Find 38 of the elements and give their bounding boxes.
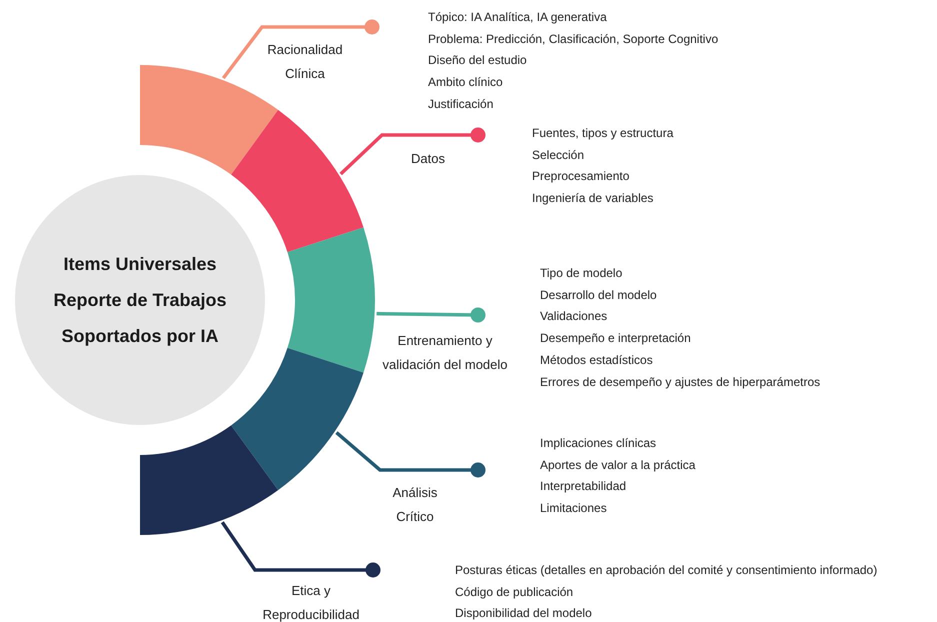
ring-segment bbox=[287, 227, 375, 373]
leader-line bbox=[222, 20, 380, 80]
list-item: Métodos estadísticos bbox=[540, 352, 653, 368]
list-item: Errores de desempeño y ajustes de hiperparámetros bbox=[540, 374, 820, 390]
list-item: Posturas éticas (detalles en aprobación del comité y consentimiento informado) bbox=[455, 562, 878, 578]
list-item: Tópico: IA Analítica, IA generativa bbox=[428, 9, 607, 25]
ring-segment bbox=[140, 65, 278, 175]
leader-line bbox=[376, 308, 486, 322]
title-text: Items Universales Reporte de Trabajos Soportados por IA bbox=[52, 253, 228, 348]
leader-line bbox=[340, 128, 486, 176]
category-label: Racionalidad Clínica bbox=[258, 38, 352, 86]
ring-segment bbox=[231, 110, 364, 252]
list-item: Problema: Predicción, Clasificación, Soporte Cognitivo bbox=[428, 30, 718, 47]
category-label: Análisis Crítico bbox=[380, 481, 450, 529]
list-item: Validaciones bbox=[540, 308, 608, 324]
list-item: Limitaciones bbox=[540, 500, 607, 516]
list-item: Código de publicación bbox=[455, 584, 574, 600]
list-item: Ingeniería de variables bbox=[532, 190, 654, 206]
list-item: Tipo de modelo bbox=[540, 265, 622, 281]
category-label: Etica y Reproducibilidad bbox=[254, 579, 368, 622]
list-item: Diseño del estudio bbox=[428, 52, 527, 68]
list-item: Interpretabilidad bbox=[540, 478, 626, 494]
list-item: Preprocesamiento bbox=[532, 168, 630, 184]
list-item: Fuentes, tipos y estructura bbox=[532, 125, 674, 141]
list-item: Ambito clínico bbox=[428, 74, 503, 90]
ring-segment bbox=[140, 425, 278, 535]
list-item: Selección bbox=[532, 146, 584, 163]
ring-segment bbox=[231, 348, 364, 490]
list-item: Implicaciones clínicas bbox=[540, 435, 656, 451]
leader-line bbox=[335, 431, 486, 478]
list-item: Justificación bbox=[428, 96, 494, 112]
list-item: Desarrollo del modelo bbox=[540, 286, 657, 303]
list-item: Desempeño e interpretación bbox=[540, 330, 691, 346]
category-label: Datos bbox=[388, 147, 468, 171]
category-label: Entrenamiento y validación del modelo bbox=[375, 329, 515, 377]
list-item: Aportes de valor a la práctica bbox=[540, 456, 696, 473]
list-item: Disponibilidad del modelo bbox=[455, 605, 592, 622]
leader-line bbox=[220, 521, 380, 578]
